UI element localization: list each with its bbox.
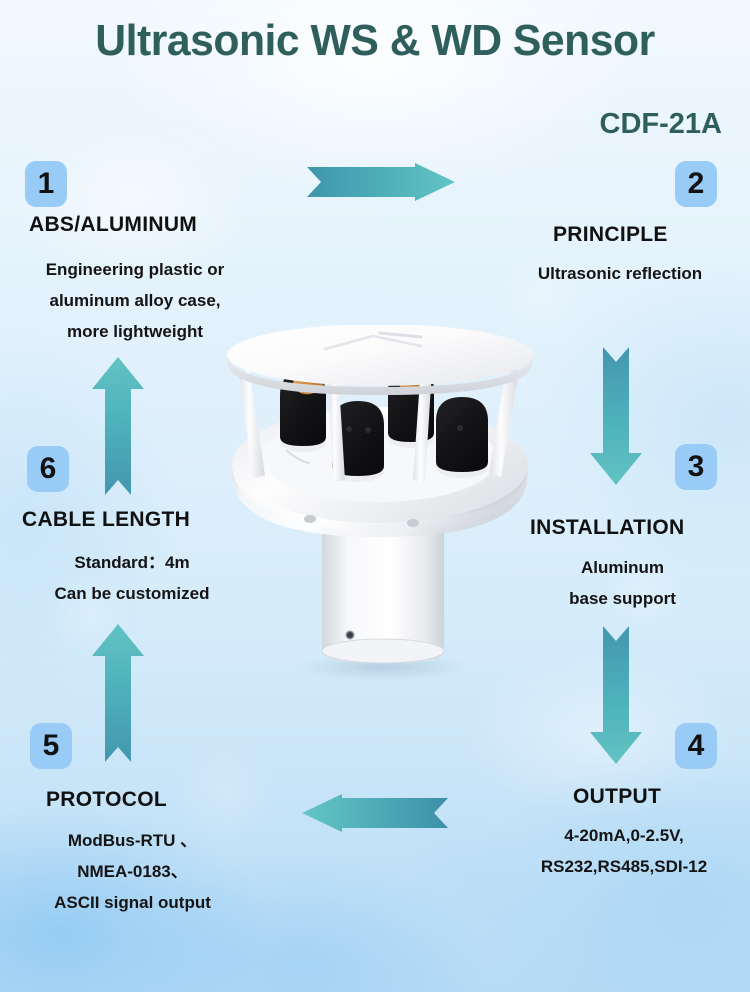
badge-5: 5 bbox=[30, 723, 72, 769]
section-2-line-1: Ultrasonic reflection bbox=[537, 264, 703, 283]
badge-3: 3 bbox=[675, 444, 717, 490]
section-3-body: Aluminum base support bbox=[505, 552, 740, 614]
section-1-body: Engineering plastic or aluminum alloy ca… bbox=[10, 254, 260, 347]
section-6-line-1: Standard：4m bbox=[74, 553, 190, 572]
section-1-line-1: Engineering plastic or bbox=[45, 260, 225, 279]
arrow-up-left-upper-icon bbox=[90, 355, 146, 497]
section-2-heading: PRINCIPLE bbox=[553, 223, 668, 246]
section-4-body: 4-20mA,0-2.5V, RS232,RS485,SDI-12 bbox=[505, 820, 743, 882]
section-6-body: Standard：4m Can be customized bbox=[8, 547, 256, 609]
section-5-line-1: ModBus-RTU 、 bbox=[67, 831, 198, 850]
section-3-line-1: Aluminum bbox=[580, 558, 665, 577]
section-5-body: ModBus-RTU 、 NMEA-0183、 ASCII signal out… bbox=[10, 825, 255, 918]
badge-1: 1 bbox=[25, 161, 67, 207]
product-image-ultrasonic-sensor bbox=[225, 325, 535, 680]
section-5-heading: PROTOCOL bbox=[46, 788, 168, 811]
section-1-heading: ABS/ALUMINUM bbox=[29, 213, 198, 236]
model-number: CDF-21A bbox=[599, 108, 722, 140]
badge-2: 2 bbox=[675, 161, 717, 207]
arrow-left-bottom-icon bbox=[300, 793, 450, 833]
section-1-line-2: aluminum alloy case, bbox=[49, 291, 221, 310]
page-title: Ultrasonic WS & WD Sensor bbox=[95, 16, 655, 65]
section-1-line-3: more lightweight bbox=[67, 322, 203, 341]
section-4-line-2: RS232,RS485,SDI-12 bbox=[540, 857, 708, 876]
badge-4: 4 bbox=[675, 723, 717, 769]
arrow-down-right-lower-icon bbox=[588, 624, 644, 766]
section-6-heading: CABLE LENGTH bbox=[22, 508, 191, 531]
section-2-body: Ultrasonic reflection bbox=[500, 258, 740, 289]
section-4-heading: OUTPUT bbox=[573, 785, 662, 808]
badge-6: 6 bbox=[27, 446, 69, 492]
section-5-line-2: NMEA-0183、 bbox=[77, 862, 188, 881]
section-6-line-2: Can be customized bbox=[54, 584, 210, 603]
section-3-heading: INSTALLATION bbox=[530, 516, 685, 539]
section-4-line-1: 4-20mA,0-2.5V, bbox=[564, 826, 684, 845]
arrow-right-top-icon bbox=[305, 163, 457, 201]
arrow-down-right-upper-icon bbox=[588, 345, 644, 487]
arrow-up-left-lower-icon bbox=[90, 622, 146, 764]
section-5-line-3: ASCII signal output bbox=[54, 893, 211, 912]
section-3-line-2: base support bbox=[569, 589, 676, 608]
